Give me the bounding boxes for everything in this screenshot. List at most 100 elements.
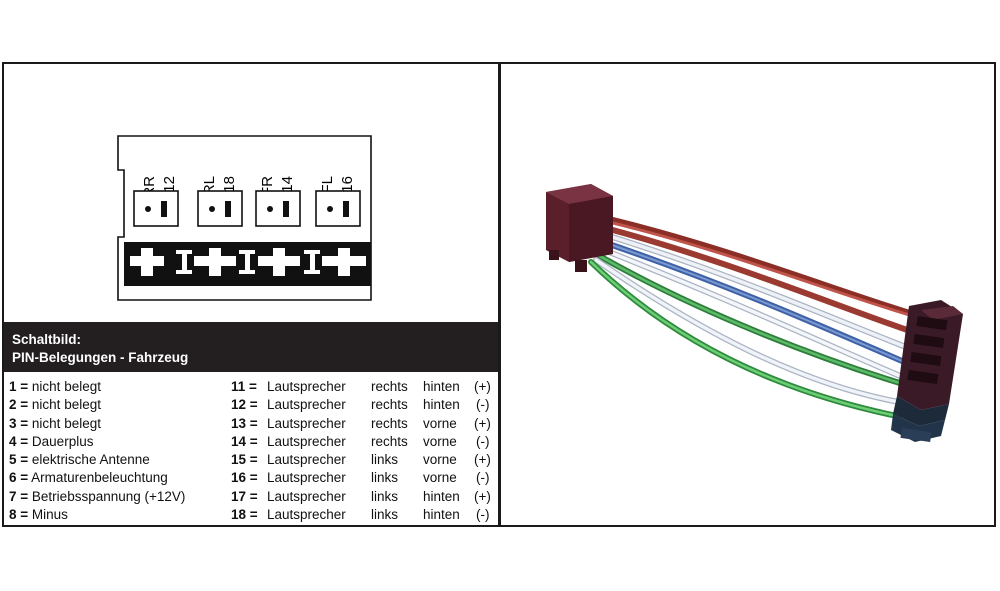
pin-description: nicht belegt	[31, 415, 101, 431]
pin-bar	[343, 201, 349, 217]
pin-polarity: (-)	[476, 433, 490, 449]
pin-description: nicht belegt	[31, 379, 101, 394]
pin-number: 2 =	[9, 397, 29, 413]
pin-dot	[327, 206, 333, 212]
pin-position: vorne	[423, 415, 457, 431]
pin-row: 6 = Armaturenbeleuchtung	[9, 469, 185, 487]
pin-number: 6 =	[9, 470, 29, 486]
wire-bundle	[588, 216, 916, 419]
pin-number: 18 =	[231, 507, 258, 523]
pin-side: rechts	[371, 379, 408, 394]
pin-socket	[197, 190, 243, 227]
pin-row: 7 = Betriebsspannung (+12V)	[9, 488, 185, 506]
cable-adapter-image	[546, 184, 963, 443]
wire-red	[606, 226, 916, 335]
pin-row: 5 = elektrische Antenne	[9, 451, 185, 469]
pin-number: 5 =	[9, 452, 29, 468]
pin-row: 16 = Lautsprecher links vorne (-)	[231, 469, 497, 487]
pin-polarity: (-)	[476, 397, 490, 413]
pin-description: Lautsprecher	[267, 452, 346, 468]
power-pin-strip	[124, 242, 371, 286]
pin-side: links	[371, 507, 399, 523]
pin-description: Lautsprecher	[267, 415, 346, 431]
pin-number: 4 =	[9, 433, 29, 449]
wire-white	[607, 234, 913, 351]
pin-number: 13 =	[231, 415, 258, 431]
wire-white	[594, 258, 901, 404]
pin-number: 7 =	[9, 488, 29, 504]
pin-description: elektrische Antenne	[31, 452, 150, 468]
pin-row: 3 = nicht belegt	[9, 415, 185, 433]
wire-blue	[608, 243, 910, 365]
pin-bar	[283, 201, 289, 217]
pin-polarity: (-)	[476, 507, 490, 523]
pin-row: 4 = Dauerplus	[9, 433, 185, 451]
pin-number: 14 =	[231, 433, 258, 449]
pin-dot	[209, 206, 215, 212]
panel-divider	[498, 62, 501, 527]
pin-position: hinten	[423, 379, 460, 394]
pin-table-left: 1 = nicht belegt 2 = nicht belegt 3 = ni…	[9, 378, 185, 524]
pin-socket	[133, 190, 179, 227]
pin-polarity: (+)	[474, 452, 491, 468]
pin-group-4: 15 FL 16	[315, 176, 361, 227]
pin-position: vorne	[423, 452, 457, 468]
wire-green	[589, 260, 899, 418]
pin-description: Dauerplus	[31, 433, 94, 449]
pin-side: rechts	[371, 433, 408, 449]
pin-row: 13 = Lautsprecher rechts vorne (+)	[231, 415, 497, 433]
wire-red	[606, 216, 916, 317]
pin-description: Armaturenbeleuchtung	[31, 470, 168, 486]
pin-number: 17 =	[231, 488, 258, 504]
pin-number: 11 =	[231, 379, 257, 394]
pin-description: Minus	[31, 507, 68, 523]
iso-plug-right	[891, 300, 963, 443]
pin-side: links	[371, 488, 399, 504]
pin-description: Lautsprecher	[267, 488, 346, 504]
wire-green	[594, 252, 905, 386]
pin-description: nicht belegt	[31, 397, 101, 413]
pin-polarity: (+)	[474, 488, 491, 504]
pin-position: vorne	[423, 433, 457, 449]
caption-bar: Schaltbild: PIN-Belegungen - Fahrzeug	[4, 322, 498, 372]
pin-description: Lautsprecher	[267, 507, 346, 523]
wire-red	[607, 220, 915, 318]
pin-number: 15 =	[231, 452, 258, 468]
pin-description: Lautsprecher	[267, 379, 346, 394]
pin-row: 1 = nicht belegt	[9, 378, 185, 396]
pin-description: Betriebsspannung (+12V)	[31, 488, 186, 504]
pin-socket	[255, 190, 301, 227]
pin-row: 8 = Minus	[9, 506, 185, 524]
pin-row: 2 = nicht belegt	[9, 396, 185, 414]
caption-subtitle: PIN-Belegungen - Fahrzeug	[12, 350, 189, 365]
pin-group-bottom-label: 18	[221, 176, 238, 193]
pin-bar	[225, 201, 231, 217]
pin-group-bottom-label: 14	[279, 176, 296, 193]
pin-number: 8 =	[9, 507, 29, 523]
pin-side: rechts	[371, 397, 408, 413]
pin-side: links	[371, 470, 399, 486]
pin-number: 12 =	[231, 397, 258, 413]
pin-group-bottom-label: 16	[339, 176, 356, 193]
wire-white	[607, 250, 909, 381]
pin-polarity: (+)	[474, 415, 491, 431]
caption-title: Schaltbild:	[12, 332, 82, 347]
pin-description: Lautsprecher	[267, 470, 346, 486]
pin-number: 16 =	[231, 470, 258, 486]
pin-description: Lautsprecher	[267, 397, 346, 413]
pin-number: 1 =	[9, 379, 29, 394]
pin-side: rechts	[371, 415, 408, 431]
pin-dot	[267, 206, 273, 212]
pin-group-2: 17 RL 18	[197, 176, 243, 227]
pin-number: 3 =	[9, 415, 29, 431]
pin-position: vorne	[423, 470, 457, 486]
pin-polarity: (-)	[476, 470, 490, 486]
pin-description: Lautsprecher	[267, 433, 346, 449]
pin-dot	[145, 206, 151, 212]
connector-pinout-diagram: 11 RR 12 17 RL 18 13 FR 14 15 FL 16	[117, 135, 372, 301]
pin-bar	[161, 201, 167, 217]
